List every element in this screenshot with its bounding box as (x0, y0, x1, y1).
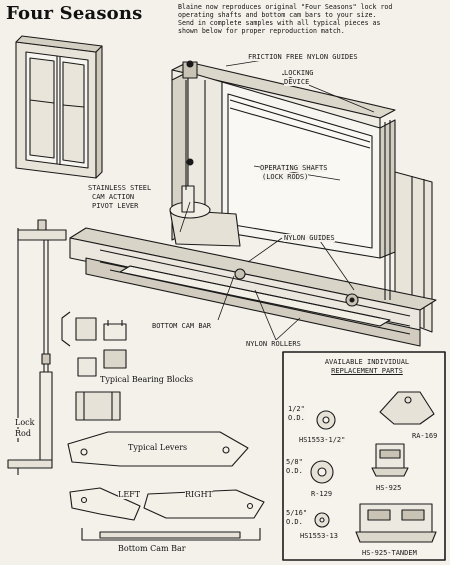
intro-line: shown below for proper reproduction matc… (178, 27, 345, 35)
part-size-3: 5/16" (286, 509, 308, 517)
intro-line: operating shafts and bottom cam bars to … (178, 11, 377, 19)
part-od-1: O.D. (288, 414, 305, 422)
part-od-3: O.D. (286, 518, 303, 526)
intro-line: Blaine now reproduces original "Four Sea… (178, 3, 393, 11)
lock-rod-drawing (7, 219, 67, 475)
part-code-hs1553-13: HS1553-13 (300, 532, 338, 540)
label-pivot-lever: PIVOT LEVER (92, 202, 139, 210)
label-friction-free-nylon-guides: FRICTION FREE NYLON GUIDES (248, 53, 358, 61)
parts-drawings (310, 391, 437, 543)
label-operating-shafts-1: OPERATING SHAFTS (260, 164, 328, 172)
label-bottom-cam-bar-small: Bottom Cam Bar (118, 544, 186, 553)
bearing-blocks-drawing (61, 311, 127, 421)
parts-panel-title-1: AVAILABLE INDIVIDUAL (324, 358, 410, 366)
label-lock: Lock (15, 418, 35, 427)
part-code-ra169: RA-169 (412, 432, 438, 440)
part-od-2: O.D. (286, 467, 303, 475)
label-cam-action: CAM ACTION (92, 193, 135, 201)
part-code-hs1553-half: HS1553-1/2" (299, 436, 346, 444)
part-size-1: 1/2" (288, 405, 305, 413)
label-rod: Rod (15, 429, 31, 438)
label-operating-shafts-2: (LOCK RODS) (262, 173, 309, 181)
label-right: RIGHT (185, 490, 213, 499)
label-left: LEFT (118, 490, 141, 499)
label-nylon-guides: NYLON GUIDES (284, 234, 335, 242)
part-code-hs925-tandem: HS-925-TANDEM (362, 549, 417, 557)
label-locking-device-1: LOCKING (284, 69, 314, 77)
label-typical-levers: Typical Levers (128, 443, 188, 452)
part-size-2: 5/8" (286, 458, 303, 466)
label-bottom-cam-bar: BOTTOM CAM BAR (152, 322, 212, 330)
label-stainless-steel: STAINLESS STEEL (88, 184, 152, 192)
part-code-hs925: HS-925 (376, 484, 402, 492)
label-locking-device-2: DEVICE (284, 78, 310, 86)
label-nylon-rollers: NYLON ROLLERS (246, 340, 301, 348)
part-code-r129: R-129 (311, 490, 333, 498)
parts-panel-title-2: REPLACEMENT PARTS (331, 367, 403, 375)
intro-text: Blaine now reproduces original "Four Sea… (178, 3, 446, 35)
page-title: Four Seasons (6, 3, 143, 24)
intro-line: Send in complete samples with all typica… (178, 19, 381, 27)
label-typical-bearing-blocks: Typical Bearing Blocks (100, 375, 194, 384)
window-thumbnail (15, 35, 103, 179)
